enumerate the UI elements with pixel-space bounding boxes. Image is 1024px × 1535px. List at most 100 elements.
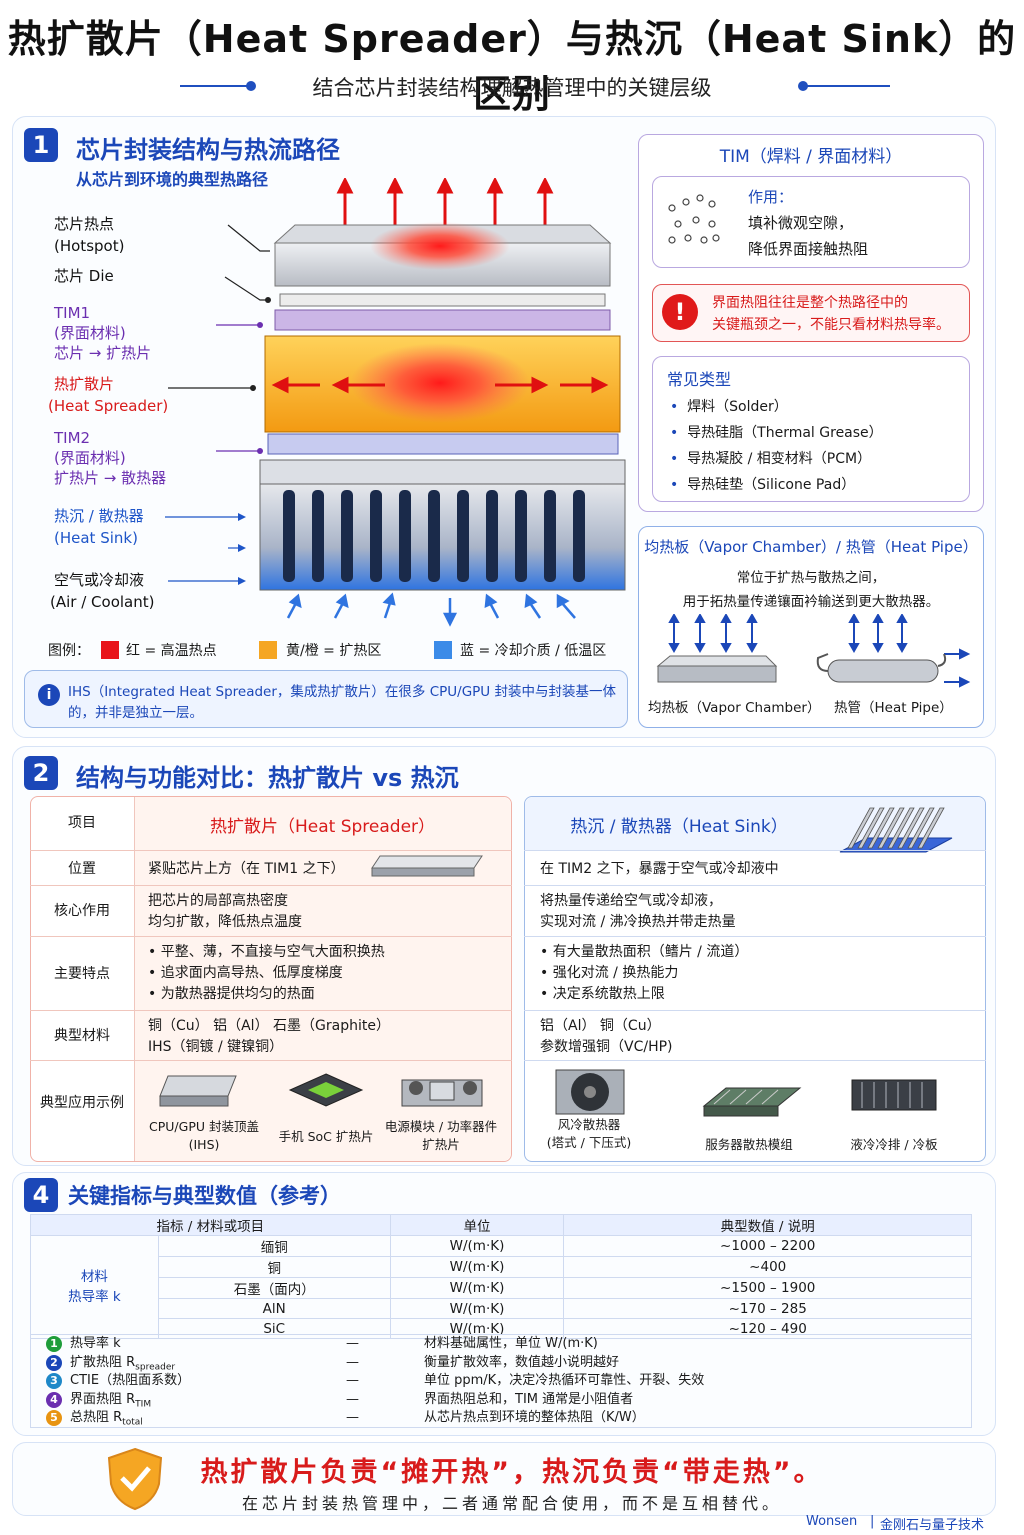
row-item-features: 主要特点 bbox=[54, 966, 110, 982]
tim2-layer bbox=[267, 433, 619, 455]
material-value: ~120 – 490 bbox=[563, 1318, 972, 1339]
metric-number-badge: 4 bbox=[46, 1391, 62, 1408]
tim-type-item: • 导热硅脂（Thermal Grease） bbox=[670, 425, 883, 441]
app-server-module: 服务器散热模组 bbox=[705, 1137, 793, 1152]
metric-desc: 材料基础属性，单位 W/(m·K) bbox=[424, 1336, 598, 1351]
label-heatsink-en: (Heat Sink) bbox=[54, 529, 138, 547]
metric-subscript: total bbox=[122, 1417, 143, 1428]
heatsink-icon bbox=[839, 807, 953, 853]
metric-desc: 单位 ppm/K，决定冷热循环可靠性、开裂、失效 bbox=[424, 1373, 705, 1389]
section1-title: 芯片封装结构与热流路径 bbox=[76, 136, 340, 164]
section1-subtitle: 从芯片到环境的典型热路径 bbox=[76, 170, 269, 189]
hs-materials: 铜（Cu） 铝（Al） 石墨（Graphite）IHS（铜镀 / 键镍铜） bbox=[148, 1018, 390, 1055]
page-subtitle: 结合芯片封装结构理解热管理中的关键层级 bbox=[312, 76, 712, 100]
metric-name: 总热阻 R bbox=[70, 1410, 123, 1426]
metric-subscript: spreader bbox=[135, 1362, 176, 1373]
col-divider bbox=[134, 797, 135, 1161]
row-divider bbox=[30, 1010, 512, 1011]
label-spreader: 热扩散片 bbox=[54, 375, 115, 393]
vapor-chamber-plate bbox=[657, 665, 777, 683]
leader-lines bbox=[165, 224, 271, 585]
vc-label: 均热板（Vapor Chamber） bbox=[648, 700, 821, 716]
microvoid-icon bbox=[668, 194, 720, 244]
label-air-en: (Air / Coolant) bbox=[50, 593, 155, 611]
metric-name: CTIE（热阻面系数） bbox=[70, 1373, 191, 1389]
tim-types-box bbox=[652, 356, 970, 502]
material-name: 缅铜 bbox=[157, 1235, 391, 1257]
vc-desc-line1: 常位于扩热与散热之间， bbox=[736, 570, 886, 586]
row-item-materials: 典型材料 bbox=[54, 1028, 110, 1044]
label-hotspot: 芯片热点 bbox=[54, 215, 115, 233]
fan-heatsink-icon bbox=[555, 1069, 625, 1115]
material-name: 石墨（面内） bbox=[157, 1277, 391, 1299]
tim-types-title: 常见类型 bbox=[667, 370, 732, 389]
hs-role: 把芯片的局部高热密度均匀扩散，降低热点温度 bbox=[148, 893, 302, 930]
tim1-layer bbox=[274, 309, 611, 331]
app-soc: 手机 SoC 扩热片 bbox=[278, 1129, 374, 1144]
label-die: 芯片 Die bbox=[54, 267, 114, 285]
material-value: ~1000 – 2200 bbox=[563, 1235, 972, 1257]
label-hotspot-en: (Hotspot) bbox=[54, 237, 125, 255]
app-liquid-cooling: 液冷冷排 / 冷板 bbox=[850, 1137, 938, 1152]
brand-name: 金刚石与量子技术 bbox=[880, 1518, 985, 1533]
row-item-role: 核心作用 bbox=[54, 903, 110, 919]
row-divider bbox=[524, 936, 986, 937]
metric-number-badge: 3 bbox=[46, 1373, 62, 1390]
section2-title: 结构与功能对比：热扩散片 vs 热沉 bbox=[76, 764, 459, 792]
tim-role-line2: 降低界面接触热阻 bbox=[748, 240, 869, 258]
legend-yellow: 黄/橙 = 扩热区 bbox=[286, 643, 382, 659]
label-tim2: TIM2 bbox=[54, 429, 91, 447]
spread-arrows bbox=[271, 376, 609, 394]
footer-main: 热扩散片负责“摊开热”，热沉负责“带走热”。 bbox=[200, 1457, 824, 1488]
vc-title: 均热板（Vapor Chamber）/ 热管（Heat Pipe） bbox=[644, 538, 978, 556]
hs-features: • 平整、薄，不直接与空气大面积换热• 追求面内高导热、低厚度梯度• 为散热器提… bbox=[148, 944, 385, 1002]
section4-number: 4 bbox=[24, 1178, 58, 1212]
row-divider bbox=[524, 1010, 986, 1011]
metric-number-badge: 1 bbox=[46, 1336, 62, 1352]
material-value: ~1500 – 1900 bbox=[563, 1277, 972, 1299]
spreader-hotspot bbox=[350, 343, 530, 423]
tim-warning-line2: 关键瓶颈之一，不能只看材料热导率。 bbox=[712, 317, 950, 333]
page-title: 热扩散片（Heat Spreader）与热沉（Heat Sink）的区别 bbox=[7, 17, 1017, 116]
ihs-note bbox=[24, 670, 628, 728]
die-layer bbox=[279, 293, 606, 307]
material-unit: W/(m·K) bbox=[389, 1298, 565, 1319]
heatsink-base bbox=[259, 459, 626, 485]
row-divider bbox=[30, 850, 512, 851]
label-heatsink: 热沉 / 散热器 bbox=[54, 507, 144, 525]
tim-role-title: 作用： bbox=[748, 188, 794, 206]
label-tim1: TIM1 bbox=[54, 304, 91, 322]
legend-yellow-swatch bbox=[259, 641, 277, 659]
soc-spreader-icon bbox=[288, 1073, 364, 1107]
col-heatsink-header: 热沉 / 散热器（Heat Sink） bbox=[570, 817, 788, 837]
material-name: 铜 bbox=[157, 1256, 391, 1278]
metric-name: 热导率 k bbox=[70, 1336, 121, 1351]
metrics-header-value: 典型数值 / 说明 bbox=[563, 1214, 972, 1236]
col-item-header: 项目 bbox=[68, 815, 96, 831]
section4-title: 关键指标与典型数值（参考） bbox=[68, 1184, 341, 1208]
power-module-icon bbox=[401, 1079, 483, 1107]
material-value: ~400 bbox=[563, 1256, 972, 1278]
metric-subscript: TIM bbox=[135, 1399, 152, 1410]
row-divider bbox=[30, 1060, 512, 1061]
metric-unit: — bbox=[346, 1410, 359, 1426]
material-name: AlN bbox=[157, 1298, 391, 1319]
tim-type-item: • 焊料（Solder） bbox=[670, 399, 788, 415]
material-value: ~170 – 285 bbox=[563, 1298, 972, 1319]
material-name: SiC bbox=[157, 1318, 391, 1339]
metric-unit: — bbox=[346, 1391, 359, 1407]
subtitle-rule-left bbox=[180, 85, 250, 87]
col-spreader-header: 热扩散片（Heat Spreader） bbox=[209, 817, 436, 837]
row-divider bbox=[524, 885, 986, 886]
vc-desc-line2: 用于拓热量传递镶面衿输送到更大散热器。 bbox=[682, 594, 940, 610]
heat-up-arrows bbox=[336, 178, 554, 226]
sink-role: 将热量传递给空气或冷却液，实现对流 / 沸冷换热并带走热量 bbox=[540, 893, 736, 930]
metric-number-badge: 2 bbox=[46, 1354, 62, 1371]
hs-position: 紧贴芯片上方（在 TIM1 之下） bbox=[148, 861, 345, 877]
material-unit: W/(m·K) bbox=[389, 1318, 565, 1339]
server-module-icon bbox=[702, 1087, 802, 1117]
